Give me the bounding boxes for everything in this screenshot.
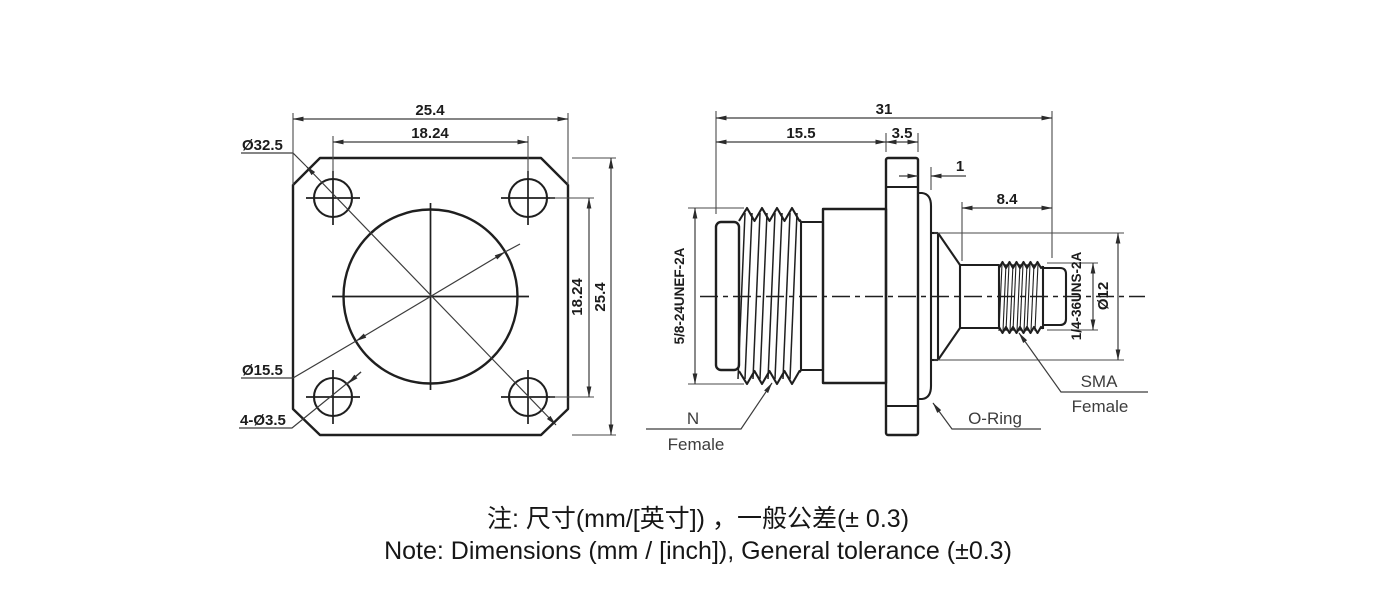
dim-body-length-text: 15.5	[786, 125, 815, 142]
dim-flange-thickness: 3.5	[885, 125, 919, 152]
note-line-en: Note: Dimensions (mm / [inch]), General …	[384, 537, 1012, 565]
dim-height-right-text: 25.4	[592, 282, 609, 312]
corner-diameter-label: Ø32.5	[242, 137, 283, 154]
dim-hole-pitch-top: 18.24	[332, 125, 529, 178]
sma-neck	[958, 263, 1001, 330]
dim-sma-diameter: Ø12	[934, 232, 1124, 361]
oring-callout: O-Ring	[932, 402, 1041, 430]
dim-n-thread: 5/8-24UNEF-2A	[672, 207, 744, 385]
dim-oring-offset-text: 1	[956, 158, 964, 175]
dim-hole-pitch-right-text: 18.24	[569, 278, 586, 316]
o-ring	[918, 191, 933, 401]
mount-hole-bottom-left	[306, 370, 360, 424]
mount-holes-arrow	[347, 371, 362, 384]
sma-label-line1: SMA	[1081, 372, 1119, 391]
front-view: Ø32.5 Ø15.5 4-Ø3.5 25.4 18.24 18.	[239, 102, 616, 437]
bore-diameter-line-ext	[504, 243, 521, 253]
n-label-line2: Female	[668, 435, 725, 454]
dim-body-length: 15.5	[715, 125, 887, 152]
sma-thread-section	[998, 260, 1045, 335]
sma-female-callout: SMA Female	[1018, 332, 1148, 416]
mount-hole-top-left	[306, 171, 360, 225]
n-label-line1: N	[687, 409, 699, 428]
sma-thread-spec-text: 1/4-36UNS-2A	[1069, 251, 1084, 340]
bore-diameter-leader	[241, 340, 357, 379]
dim-oring-offset: 1	[899, 158, 966, 190]
mount-holes-leader	[239, 371, 362, 429]
dim-sma-length-text: 8.4	[997, 191, 1019, 208]
sma-end-face	[1043, 266, 1068, 327]
n-thread-spec-text: 5/8-24UNEF-2A	[672, 247, 687, 344]
dim-hole-pitch-right: 18.24	[550, 197, 594, 398]
dim-width-top: 25.4	[292, 102, 569, 185]
mount-holes-label: 4-Ø3.5	[240, 412, 286, 429]
n-rear-cap	[714, 220, 741, 372]
n-female-callout: N Female	[646, 382, 773, 454]
note-line-zh: 注: 尺寸(mm/[英寸]) ，一般公差(± 0.3)	[487, 505, 909, 533]
bore-diameter-label: Ø15.5	[242, 362, 283, 379]
dim-flange-thickness-text: 3.5	[892, 125, 913, 142]
dim-width-top-text: 25.4	[415, 102, 445, 119]
dim-sma-thread: 1/4-36UNS-2A	[1047, 251, 1098, 340]
corner-diameter-leader	[241, 152, 307, 167]
side-view: 31 15.5 3.5 1 8.4	[646, 101, 1148, 454]
bore-diameter-line	[355, 251, 506, 342]
dim-overall-length-text: 31	[876, 101, 893, 118]
dim-sma-length: 8.4	[961, 191, 1053, 261]
flange-side	[884, 156, 920, 437]
sma-label-line2: Female	[1072, 397, 1129, 416]
dim-height-right: 25.4	[572, 157, 616, 436]
dim-hole-pitch-top-text: 18.24	[411, 125, 449, 142]
mount-hole-top-right	[501, 171, 555, 225]
notes-block: 注: 尺寸(mm/[英寸]) ，一般公差(± 0.3) Note: Dimens…	[384, 505, 1012, 565]
n-thread-section	[737, 206, 802, 386]
dim-sma-diameter-text: Ø12	[1095, 282, 1112, 310]
oring-label: O-Ring	[968, 409, 1022, 428]
